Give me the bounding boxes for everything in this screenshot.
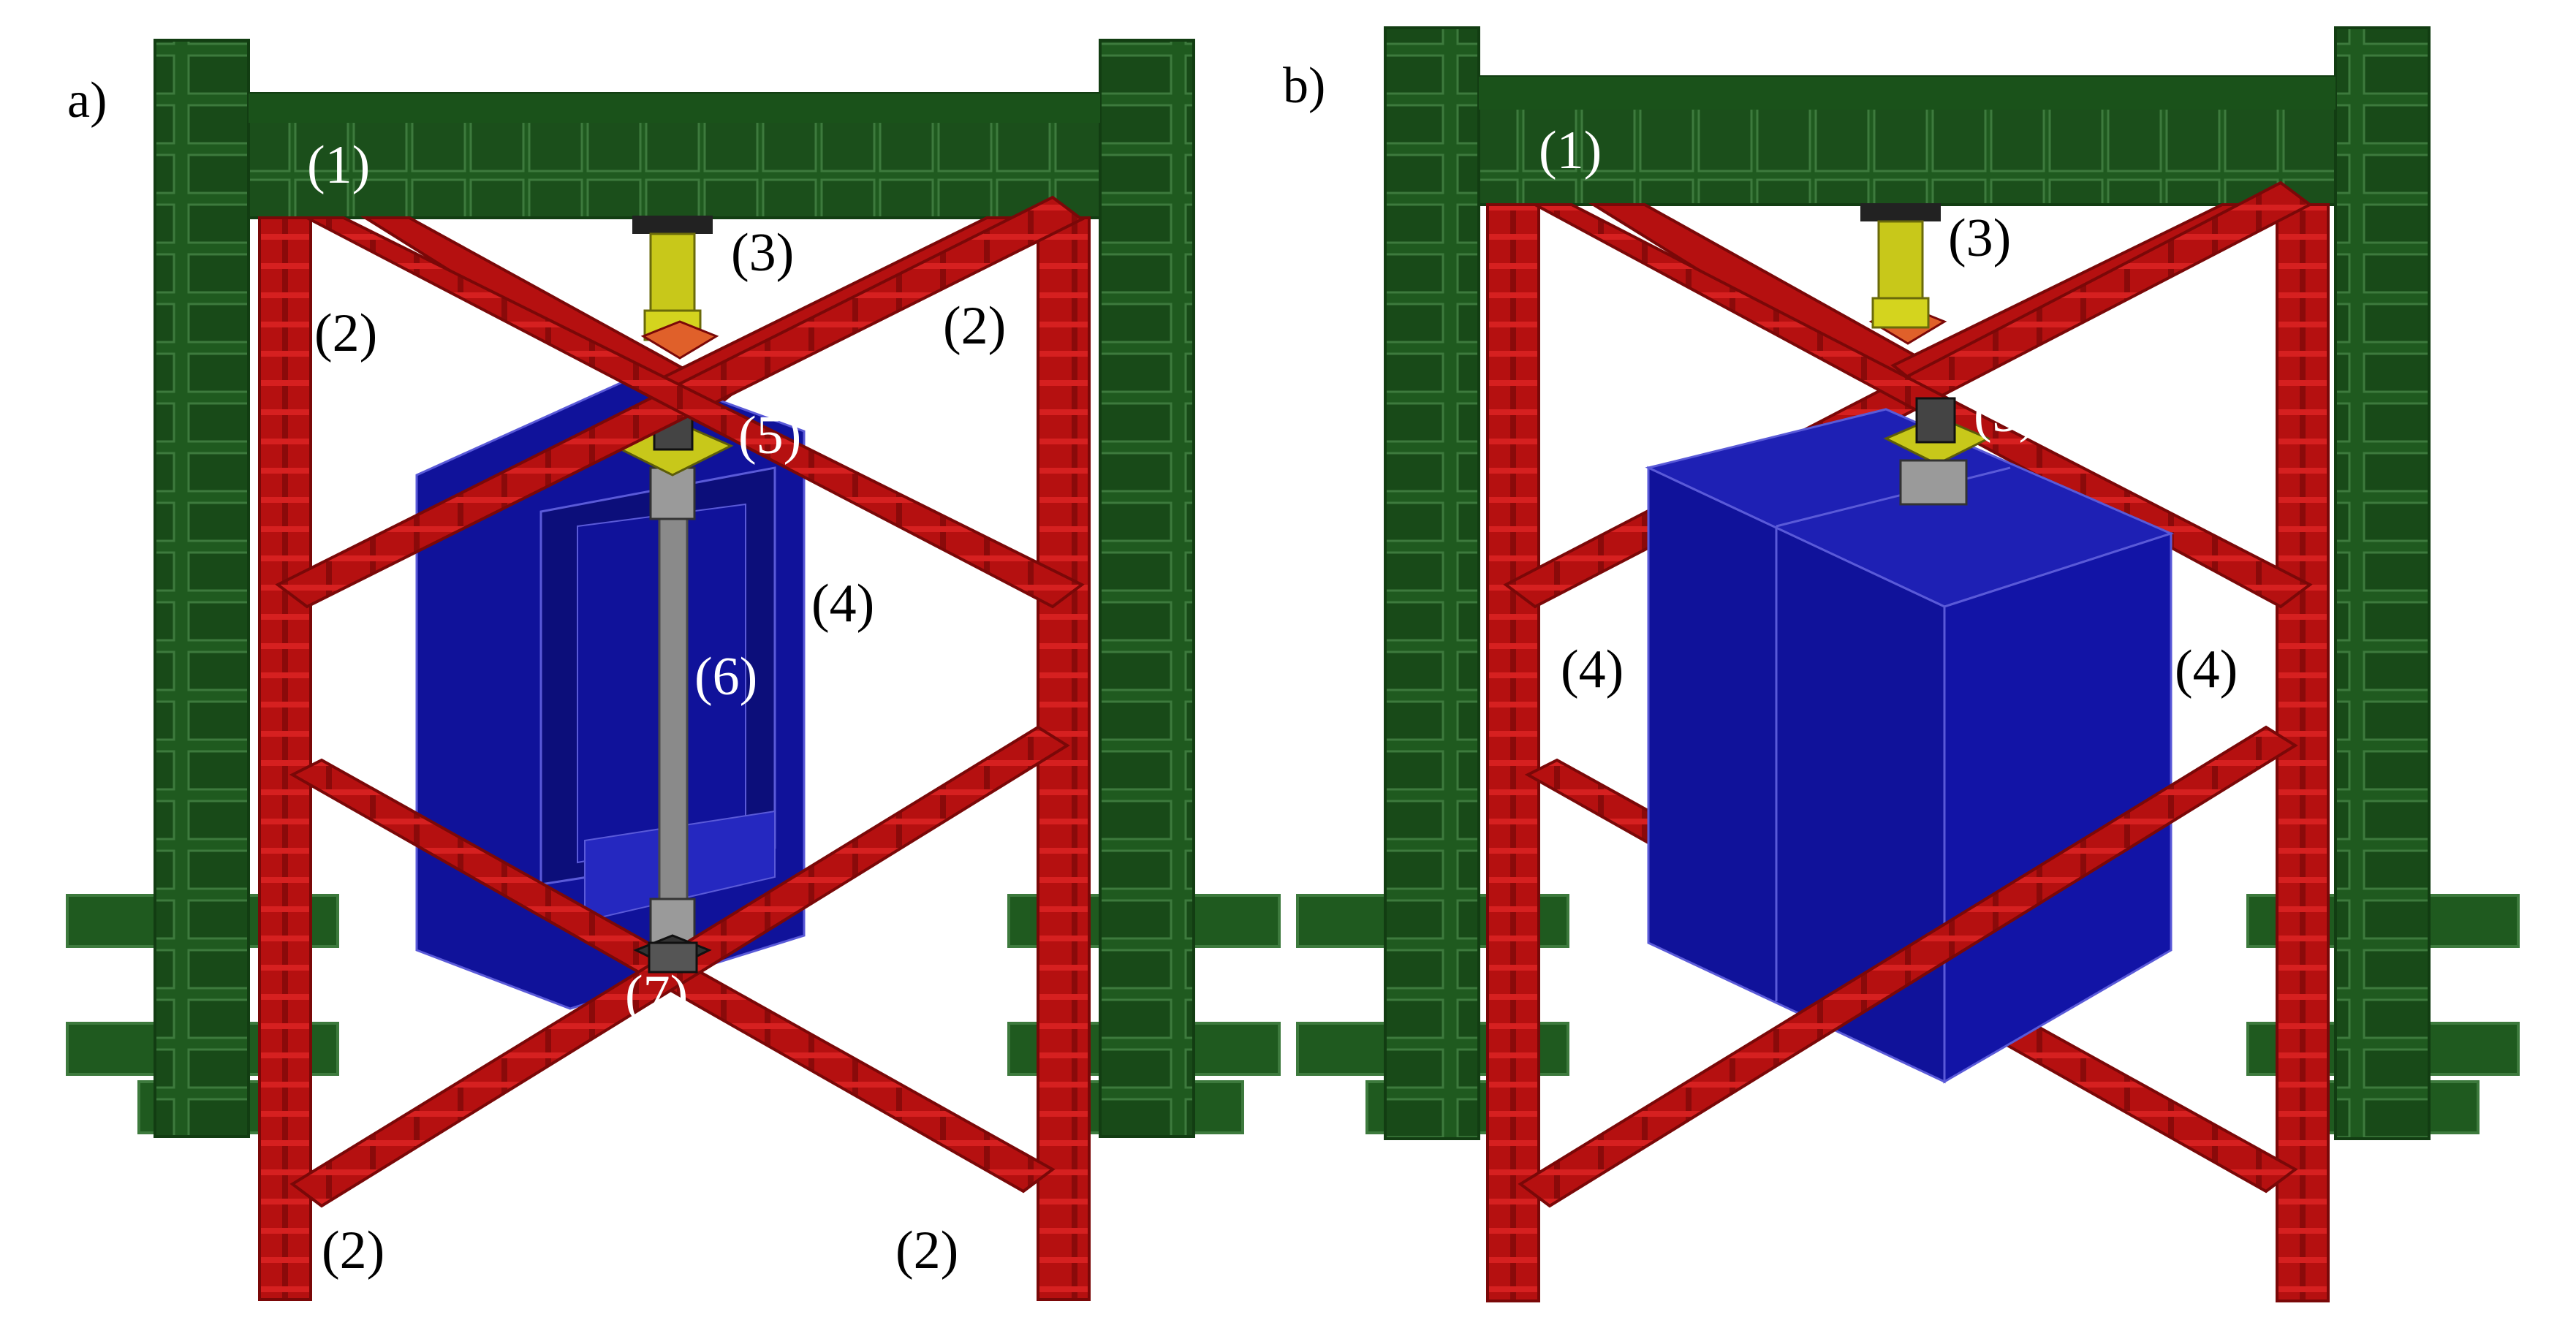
panel-a: a) (1) (2) (2) (3) (5) (4) (6) (7) (2) (… [66, 39, 1281, 1301]
front-brace-a-2 [306, 216, 1085, 609]
label-actuator-b: (3) [1948, 208, 2011, 268]
label-bottom-connector-a: (7) [625, 965, 688, 1025]
lower-front-brace-b [1518, 725, 2298, 1208]
panel-letter-a: a) [67, 72, 107, 129]
label-column-bottom-left-a: (2) [322, 1221, 384, 1280]
label-column-bottom-right-a: (2) [895, 1221, 958, 1280]
green-column-right-a [1099, 39, 1195, 1138]
label-steel-rod-a: (6) [694, 647, 757, 707]
label-actuator-a: (3) [731, 223, 794, 283]
steel-rod-a [658, 481, 689, 922]
green-column-left-b [1384, 26, 1480, 1140]
actuator-a [632, 216, 713, 341]
label-mass-block-left-b: (4) [1561, 640, 1624, 699]
green-column-right-b [2334, 26, 2431, 1140]
red-column-left-a [258, 216, 312, 1301]
actuator-b [1860, 203, 1941, 329]
top-connector-b [1883, 397, 1991, 506]
label-frame-beam-a: (1) [307, 135, 370, 195]
label-mass-block-right-b: (4) [2175, 640, 2238, 699]
label-column-top-left-a: (2) [314, 303, 377, 363]
label-mass-block-a: (4) [811, 574, 874, 634]
label-top-connector-b: (5) [1974, 384, 2037, 444]
panel-b: b) (1) (3) (5) (4) (4) [1283, 26, 2520, 1302]
red-column-left-b [1486, 203, 1540, 1302]
label-frame-beam-b: (1) [1539, 121, 1602, 181]
label-top-connector-a: (5) [738, 406, 801, 466]
green-column-left-a [154, 39, 250, 1138]
mass-block-b [1645, 408, 2175, 1084]
bottom-connector-a [633, 934, 712, 974]
label-column-top-right-a: (2) [943, 296, 1006, 356]
panel-letter-b: b) [1283, 58, 1325, 114]
